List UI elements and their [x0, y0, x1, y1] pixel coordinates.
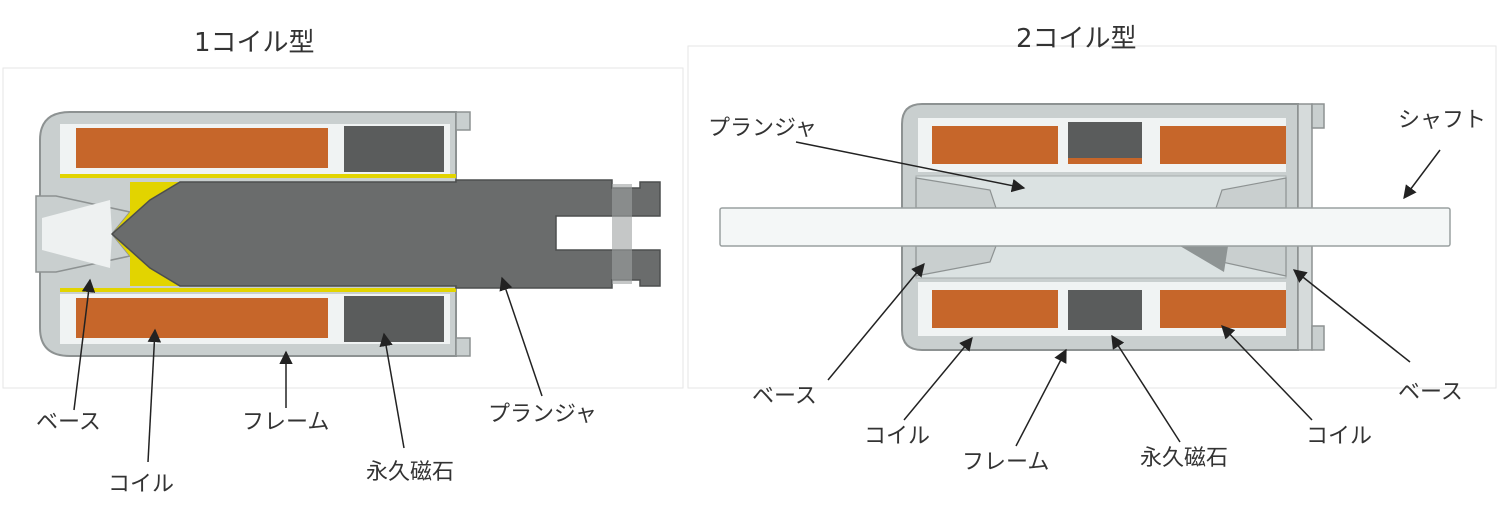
- left-base-cone: [42, 200, 112, 268]
- right-magnet-top-edge: [1068, 158, 1142, 164]
- right-base-left-arrow: [827, 262, 925, 381]
- left-coil-bottom: [76, 298, 328, 338]
- right-magnet-top: [1068, 122, 1142, 164]
- left-sleeve-bottom: [60, 288, 456, 292]
- left-flange-bottom: [455, 337, 471, 357]
- left-magnet-bottom: [344, 296, 444, 342]
- right-coil-bottom-left: [932, 290, 1058, 328]
- right-shaft-arrow: [1403, 149, 1441, 200]
- left-title: 1コイル型: [194, 28, 315, 58]
- right-label-plunger: プランジャ: [708, 116, 817, 141]
- right-base-shadow: [1180, 246, 1228, 272]
- right-coil-right-arrow: [1221, 325, 1313, 421]
- right-coil-left-arrow: [903, 336, 973, 421]
- left-label-coil: コイル: [108, 472, 175, 497]
- left-coil-top: [76, 128, 328, 168]
- left-plunger-arrow: [499, 276, 543, 397]
- right-label-base-left: ベース: [752, 384, 817, 409]
- left-magnet-top: [344, 126, 444, 172]
- right-label-coil-right: コイル: [1306, 424, 1373, 449]
- left-label-base: ベース: [36, 410, 101, 435]
- right-label-shaft: シャフト: [1398, 108, 1487, 133]
- right-magnet-bottom: [1068, 290, 1142, 330]
- left-label-plunger: プランジャ: [488, 402, 597, 427]
- right-coil-bottom-right: [1160, 290, 1286, 328]
- left-label-magnet: 永久磁石: [366, 460, 455, 485]
- right-frame-arrow: [1015, 348, 1067, 447]
- left-label-frame: フレーム: [242, 410, 330, 435]
- right-plunger-arrow: [795, 141, 1026, 193]
- double-coil-solenoid: [719, 103, 1451, 447]
- right-label-coil-left: コイル: [864, 424, 931, 449]
- right-label-magnet: 永久磁石: [1140, 446, 1229, 471]
- right-label-base-right: ベース: [1398, 380, 1463, 405]
- left-flange-top: [455, 111, 471, 131]
- left-coil-arrow: [147, 328, 162, 463]
- left-plunger: [110, 179, 661, 289]
- right-coil-top-right: [1160, 126, 1286, 164]
- right-title: 2コイル型: [1016, 24, 1137, 54]
- right-shaft: [719, 207, 1451, 247]
- right-base-right-arrow: [1292, 269, 1411, 363]
- left-magnet-arrow: [379, 332, 405, 449]
- right-magnet-arrow: [1111, 334, 1181, 443]
- left-base-arrow: [73, 278, 96, 411]
- right-label-frame: フレーム: [962, 450, 1050, 475]
- single-coil-solenoid: [35, 111, 661, 463]
- left-plunger-highlight: [612, 184, 632, 284]
- right-flange-bottom: [1311, 325, 1325, 351]
- left-sleeve-top: [60, 174, 456, 178]
- right-flange-top: [1311, 103, 1325, 129]
- right-coil-top-left: [932, 126, 1058, 164]
